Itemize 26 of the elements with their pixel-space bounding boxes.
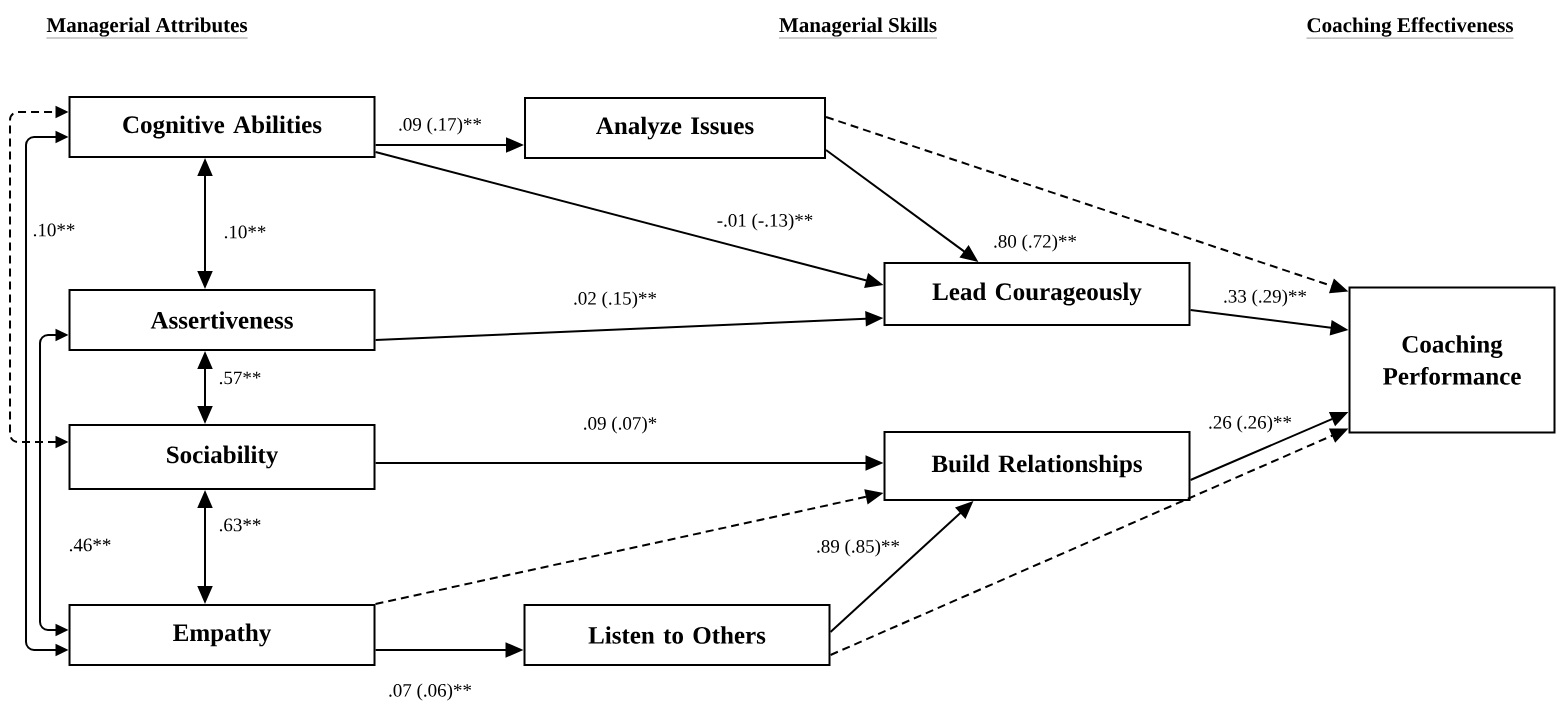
edge-label: .09 (.07)*	[581, 415, 659, 435]
variable-box: Empathy	[68, 604, 376, 666]
edge-label: .26 (.26)**	[1207, 414, 1293, 434]
edge-label: .80 (.72)**	[992, 233, 1078, 253]
variable-box: Assertiveness	[68, 289, 376, 351]
variable-box: Lead Courageously	[883, 262, 1191, 326]
edge-label: .10**	[31, 222, 77, 238]
column-heading: Coaching Effectiveness	[1306, 17, 1514, 39]
edge-label: .33 (.29)**	[1222, 288, 1308, 308]
variable-box: Analyze Issues	[524, 97, 826, 159]
edge-label: .09 (.17)**	[397, 116, 483, 136]
edge-label: .07 (.06)**	[387, 682, 473, 702]
variable-box: Coaching Performance	[1348, 286, 1556, 434]
edge-label: .46**	[67, 537, 113, 553]
edge-label: .57**	[217, 370, 263, 386]
edge-label: .63**	[217, 517, 263, 533]
edge-label: .10**	[222, 224, 268, 240]
edge-label: -.01 (-.13)**	[715, 212, 815, 232]
variable-box: Cognitive Abilities	[68, 96, 376, 158]
column-heading: Managerial Skills	[778, 17, 938, 39]
variable-box: Sociability	[68, 424, 376, 490]
variable-box: Build Relationships	[883, 431, 1191, 501]
variable-box: Listen to Others	[523, 604, 831, 666]
edge-label: .02 (.15)**	[572, 290, 658, 310]
column-heading: Managerial Attributes	[46, 17, 248, 39]
edge-label: .89 (.85)**	[815, 538, 901, 558]
